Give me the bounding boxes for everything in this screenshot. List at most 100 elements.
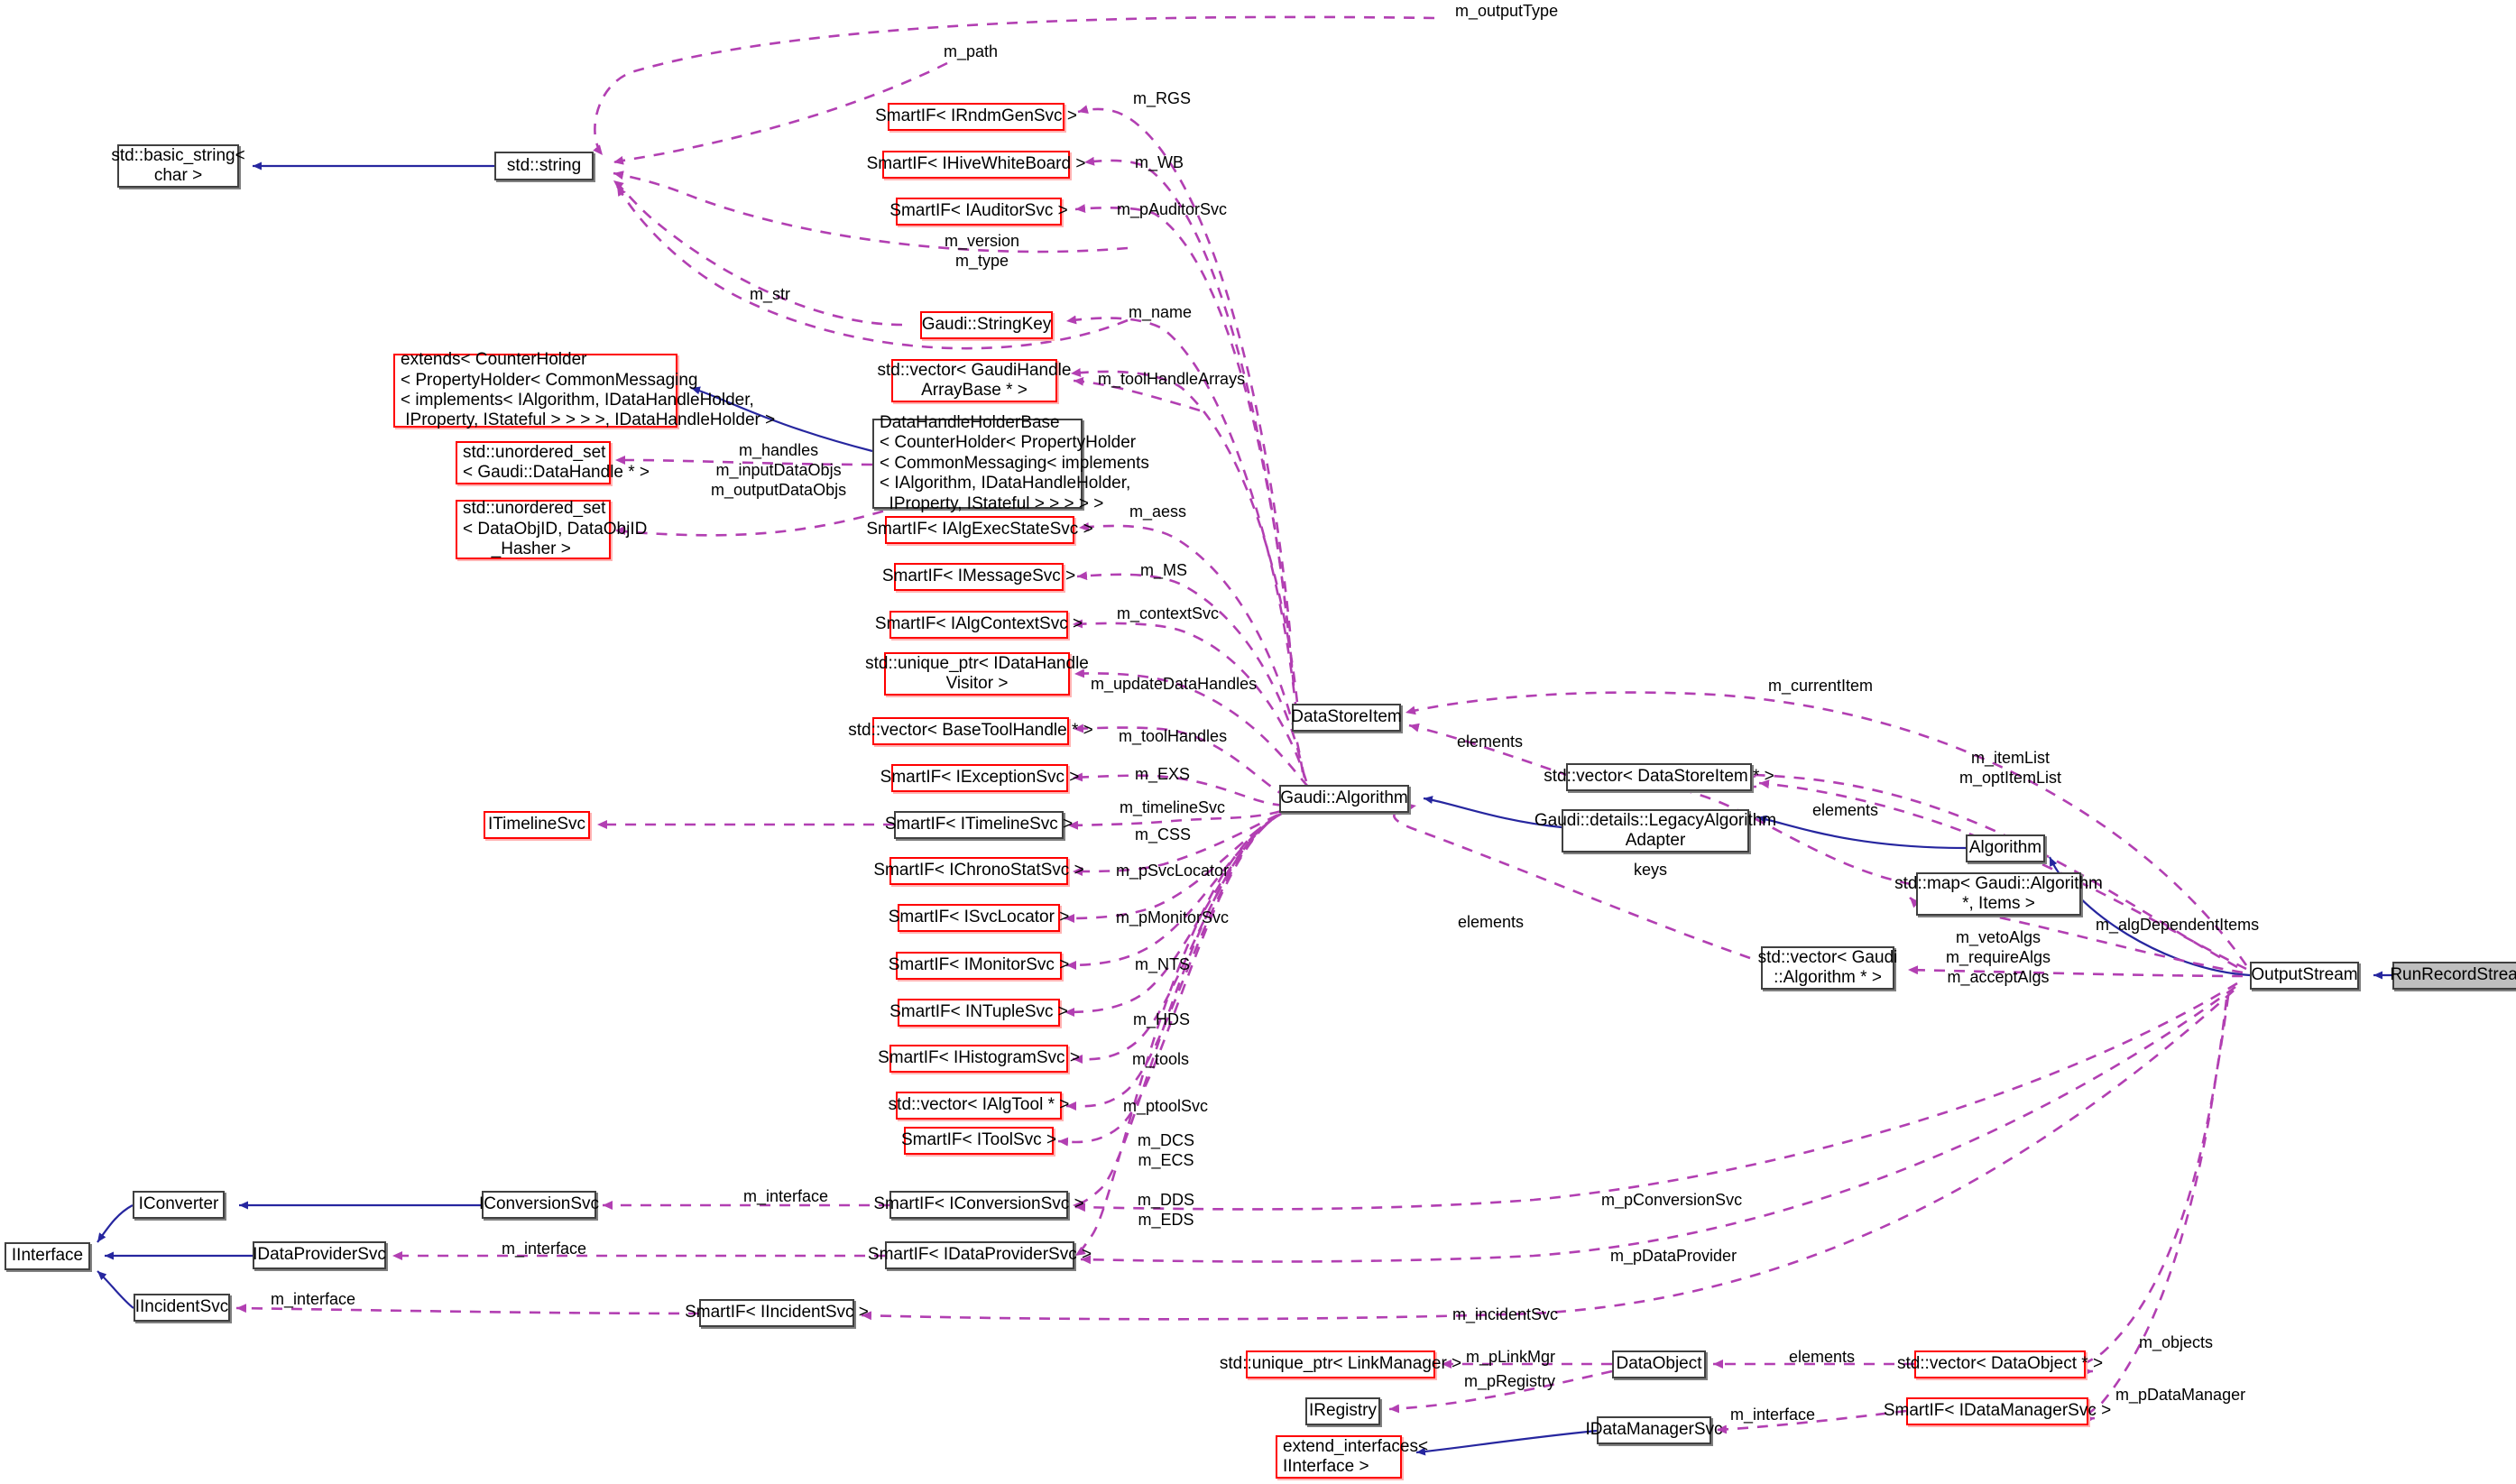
class-node-label: SmartIF< IIncidentSvc > bbox=[685, 1303, 869, 1323]
edge-label-m_toolHandles: m_toolHandles bbox=[1119, 727, 1228, 745]
class-node-smartif_ihistogram[interactable]: SmartIF< IHistogramSvc > bbox=[878, 1045, 1080, 1073]
class-node-label: DataStoreItem bbox=[1291, 707, 1402, 727]
class-node-label: extend_interfaces< IInterface > bbox=[1283, 1436, 1429, 1476]
edge-label-m_pMonitorSvc: m_pMonitorSvc bbox=[1116, 908, 1230, 926]
class-node-map_gaudialg_items[interactable]: std::map< Gaudi::Algorithm *, Items > bbox=[1894, 872, 2103, 916]
class-node-vec_datastoreitem[interactable]: std::vector< DataStoreItem * > bbox=[1544, 763, 1774, 791]
edge-label-m_vetoAlgs: m_vetoAlgs m_requireAlgs m_acceptAlgs bbox=[1946, 928, 2051, 986]
class-node-label: SmartIF< INTupleSvc > bbox=[889, 1002, 1068, 1022]
class-node-gaudi_stringkey[interactable]: Gaudi::StringKey bbox=[920, 311, 1053, 339]
class-node-smartif_imonitorsvc[interactable]: SmartIF< IMonitorSvc > bbox=[889, 952, 1069, 980]
class-node-label: Gaudi::details::LegacyAlgorithm Adapter bbox=[1534, 810, 1777, 850]
class-node-smartif_iincidentsvc[interactable]: SmartIF< IIncidentSvc > bbox=[685, 1299, 869, 1327]
edge-label-m_pSvcLocator: m_pSvcLocator bbox=[1116, 862, 1230, 880]
edge-label-m_str: m_str bbox=[750, 285, 790, 303]
edge-label-m_DCS_ECS: m_DCS m_ECS bbox=[1138, 1131, 1195, 1169]
class-node-datahandleholderbase[interactable]: DataHandleHolderBase < CounterHolder< Pr… bbox=[872, 413, 1149, 513]
class-node-iregistry[interactable]: IRegistry bbox=[1305, 1397, 1380, 1425]
class-node-extend_interfaces[interactable]: extend_interfaces< IInterface > bbox=[1276, 1435, 1428, 1479]
edge-label-m_interface_conv: m_interface bbox=[743, 1187, 829, 1205]
edge-label-m_interface_dp: m_interface bbox=[502, 1240, 587, 1258]
class-node-smartif_ialgcontext[interactable]: SmartIF< IAlgContextSvc > bbox=[875, 611, 1083, 639]
edge-label-m_MS: m_MS bbox=[1140, 561, 1188, 579]
class-node-smartif_itimelinesvc[interactable]: SmartIF< ITimelineSvc > bbox=[885, 811, 1073, 839]
class-node-std_string[interactable]: std::string bbox=[494, 152, 594, 180]
class-node-vec_basetoolhandle[interactable]: std::vector< BaseToolHandle * > bbox=[848, 717, 1093, 745]
class-node-uset_dataobjid[interactable]: std::unordered_set < DataObjID, DataObjI… bbox=[456, 499, 647, 559]
class-node-extends_counter[interactable]: extends< CounterHolder < PropertyHolder<… bbox=[393, 350, 775, 429]
edge-label-m_currentItem: m_currentItem bbox=[1768, 677, 1874, 695]
class-node-vec_gaudi_algorithm[interactable]: std::vector< Gaudi ::Algorithm * > bbox=[1758, 946, 1897, 990]
class-node-label: SmartIF< ITimelineSvc > bbox=[884, 815, 1074, 834]
edge-label-m_contextSvc: m_contextSvc bbox=[1117, 604, 1220, 622]
class-node-iincidentsvc[interactable]: IIncidentSvc bbox=[134, 1294, 230, 1322]
class-node-smartif_iauditorsvc[interactable]: SmartIF< IAuditorSvc > bbox=[889, 198, 1068, 226]
class-node-algorithm[interactable]: Algorithm bbox=[1966, 834, 2045, 862]
edge-label-m_name: m_name bbox=[1129, 303, 1193, 321]
class-node-label: IInterface bbox=[11, 1246, 84, 1266]
class-node-smartif_imessagesvc[interactable]: SmartIF< IMessageSvc > bbox=[882, 563, 1075, 591]
class-node-basic_string[interactable]: std::basic_string< char > bbox=[111, 144, 245, 188]
class-node-label: IConverter bbox=[138, 1194, 219, 1214]
edge-label-m_toolHandleArrays: m_toolHandleArrays bbox=[1098, 370, 1246, 388]
class-node-idatamanagersvc[interactable]: IDataManagerSvc bbox=[1585, 1416, 1723, 1444]
edge-label-m_EXS: m_EXS bbox=[1135, 765, 1191, 783]
class-node-label: std::vector< GaudiHandle ArrayBase * > bbox=[877, 360, 1072, 400]
class-node-label: SmartIF< IHiveWhiteBoard > bbox=[866, 154, 1086, 174]
class-node-smartif_irndmgensvc[interactable]: SmartIF< IRndmGenSvc > bbox=[875, 103, 1077, 131]
class-node-smartif_isvclocator[interactable]: SmartIF< ISvcLocator > bbox=[889, 904, 1069, 932]
class-node-iconverter[interactable]: IConverter bbox=[133, 1191, 225, 1219]
class-node-smartif_idataprov[interactable]: SmartIF< IDataProviderSvc > bbox=[868, 1241, 1092, 1269]
class-node-label: std::unique_ptr< LinkManager > bbox=[1219, 1354, 1462, 1374]
class-node-vec_gaudihandle[interactable]: std::vector< GaudiHandle ArrayBase * > bbox=[878, 359, 1071, 402]
edge-label-m_version_type: m_version m_type bbox=[945, 232, 1020, 270]
class-node-smartif_idatamanager[interactable]: SmartIF< IDataManagerSvc > bbox=[1884, 1397, 2111, 1425]
class-node-label: SmartIF< ISvcLocator > bbox=[888, 908, 1070, 927]
class-node-label: IRegistry bbox=[1309, 1401, 1377, 1421]
class-node-uptr_linkmanager[interactable]: std::unique_ptr< LinkManager > bbox=[1220, 1350, 1461, 1378]
class-node-label: SmartIF< IAuditorSvc > bbox=[889, 201, 1068, 221]
edge-label-m_interface_dm: m_interface bbox=[1730, 1406, 1816, 1424]
class-node-label: IIncidentSvc bbox=[134, 1297, 229, 1317]
edge-label-m_objects: m_objects bbox=[2139, 1333, 2214, 1351]
edge-label-m_path: m_path bbox=[944, 42, 999, 60]
edge-label-keys: keys bbox=[1634, 861, 1668, 879]
class-node-smartif_ialgexec[interactable]: SmartIF< IAlgExecStateSvc > bbox=[866, 516, 1093, 544]
edge-label-elements_dsi: elements bbox=[1457, 733, 1524, 751]
class-node-vec_ialgtool[interactable]: std::vector< IAlgTool * > bbox=[889, 1092, 1069, 1120]
class-node-smartif_ichronostat[interactable]: SmartIF< IChronoStatSvc > bbox=[873, 857, 1084, 885]
class-node-vec_dataobject[interactable]: std::vector< DataObject * > bbox=[1897, 1350, 2103, 1378]
edge-label-m_pConversionSvc: m_pConversionSvc bbox=[1601, 1191, 1743, 1209]
class-node-dataobject[interactable]: DataObject bbox=[1612, 1350, 1706, 1378]
class-node-label: DataObject bbox=[1616, 1354, 1702, 1374]
edge-label-m_pAuditorSvc: m_pAuditorSvc bbox=[1117, 200, 1228, 218]
class-node-label: SmartIF< IRndmGenSvc > bbox=[875, 106, 1077, 126]
class-node-idataprovidersvc[interactable]: IDataProviderSvc bbox=[253, 1241, 386, 1269]
class-node-label: OutputStream bbox=[2251, 965, 2358, 985]
class-node-smartif_ihivewb[interactable]: SmartIF< IHiveWhiteBoard > bbox=[867, 151, 1085, 179]
class-node-label: SmartIF< IToolSvc > bbox=[900, 1130, 1057, 1150]
class-node-outputstream[interactable]: OutputStream bbox=[2250, 962, 2359, 990]
class-node-uptr_idatahandlevis[interactable]: std::unique_ptr< IDataHandle Visitor > bbox=[865, 652, 1089, 696]
class-node-smartif_itoolsvc[interactable]: SmartIF< IToolSvc > bbox=[900, 1127, 1057, 1155]
class-node-itimelinesvc[interactable]: ITimelineSvc bbox=[484, 811, 590, 839]
class-node-smartif_iconversion[interactable]: SmartIF< IConversionSvc > bbox=[873, 1191, 1084, 1219]
class-node-label: std::vector< Gaudi ::Algorithm * > bbox=[1757, 947, 1898, 987]
class-node-datastoreitem[interactable]: DataStoreItem bbox=[1291, 704, 1402, 732]
edge-label-m_pDataManager: m_pDataManager bbox=[2115, 1386, 2246, 1404]
class-node-iconversionsvc[interactable]: IConversionSvc bbox=[479, 1191, 599, 1219]
class-node-label: IDataManagerSvc bbox=[1585, 1420, 1723, 1440]
class-node-gaudi_algorithm[interactable]: Gaudi::Algorithm bbox=[1279, 785, 1409, 813]
edge-label-m_interface_inc: m_interface bbox=[271, 1290, 356, 1308]
edge-label-m_timelineSvc: m_timelineSvc bbox=[1120, 798, 1226, 816]
class-node-iinterface[interactable]: IInterface bbox=[5, 1242, 90, 1270]
class-node-smartif_intuplesvc[interactable]: SmartIF< INTupleSvc > bbox=[889, 999, 1068, 1027]
class-node-legacy_adapter[interactable]: Gaudi::details::LegacyAlgorithm Adapter bbox=[1534, 809, 1776, 853]
edge-label-m_WB: m_WB bbox=[1135, 153, 1184, 171]
edge-label-m_incidentSvc: m_incidentSvc bbox=[1452, 1305, 1559, 1323]
class-node-smartif_iexception[interactable]: SmartIF< IExceptionSvc > bbox=[880, 764, 1079, 792]
class-node-uset_datahandle[interactable]: std::unordered_set < Gaudi::DataHandle *… bbox=[456, 441, 650, 484]
edge-label-m_DDS_EDS: m_DDS m_EDS bbox=[1138, 1191, 1195, 1229]
class-node-label: SmartIF< IConversionSvc > bbox=[873, 1194, 1084, 1214]
